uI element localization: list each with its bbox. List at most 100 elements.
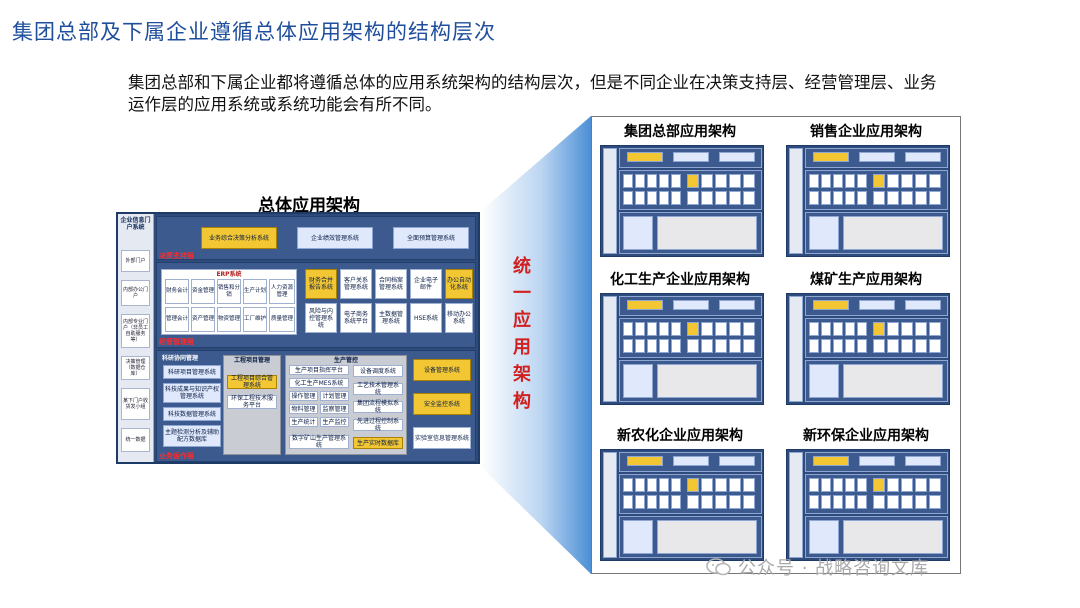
mini-block: [659, 495, 669, 509]
mini-block: [743, 478, 755, 492]
mini-block: [873, 495, 885, 509]
funnel-graphic: [480, 116, 591, 574]
research-item: 科技数据管理系统: [163, 407, 221, 421]
operation-side-item: 安全监控系统: [413, 393, 471, 415]
mini-block: [743, 495, 755, 509]
production-item: 化工生产MES系统: [289, 378, 349, 388]
mini-block: [821, 322, 831, 336]
operation-side-item: 设备管理系统: [413, 359, 471, 381]
mini-block: [729, 495, 741, 509]
mini-block: [857, 174, 867, 188]
mini-block: [719, 300, 755, 310]
watermark: 公众号 · 战略咨询文库: [706, 554, 929, 580]
decision-layer-label: 决策支持层: [159, 252, 194, 260]
mini-block: [905, 152, 941, 162]
erp-module: 工厂维护: [243, 307, 267, 332]
mini-block: [719, 456, 755, 466]
mini-block: [821, 339, 831, 353]
mini-block: [821, 478, 831, 492]
mini-block: [929, 191, 941, 205]
mini-block: [901, 191, 913, 205]
mini-block: [647, 322, 657, 336]
erp-module: 资金管理: [191, 279, 215, 304]
mini-block: [635, 495, 645, 509]
erp-module: 物资管理: [217, 307, 241, 332]
operation-side-item: 实验室信息管理系统: [413, 427, 471, 449]
mini-block: [901, 339, 913, 353]
mini-block: [789, 296, 803, 402]
mini-block: [813, 152, 849, 162]
mini-block: [887, 339, 899, 353]
mini-block: [623, 520, 653, 554]
production-right-item: 设备调度系统: [353, 365, 403, 377]
production-item: 计划管理: [320, 391, 349, 401]
mini-block: [743, 174, 755, 188]
mini-diagram: [600, 293, 764, 405]
mini-block: [873, 478, 885, 492]
erp-module: 财务会计: [165, 279, 189, 304]
mini-block: [635, 322, 645, 336]
mini-block: [701, 322, 713, 336]
wechat-icon: [706, 558, 731, 576]
portal-item: 决策管理（数据仓库）: [121, 356, 150, 380]
page-title: 集团总部及下属企业遵循总体应用架构的结构层次: [12, 20, 496, 44]
engineering-item: 环保工程技术服务平台: [227, 395, 277, 409]
mini-block: [715, 339, 727, 353]
mini-block: [845, 191, 855, 205]
mini-block: [929, 339, 941, 353]
mini-block: [843, 216, 943, 250]
architecture-title: 总体应用架构: [258, 196, 360, 216]
erp-title: ERP系统: [216, 271, 242, 278]
mini-block: [743, 191, 755, 205]
portal-item: 内部办公门户: [121, 280, 150, 306]
research-title: 科研协同管理: [162, 354, 199, 362]
decision-box: 企业绩效管理系统: [297, 227, 373, 249]
mini-block: [603, 452, 617, 558]
decision-box: 全面预算管理系统: [393, 227, 469, 249]
mini-block: [671, 322, 681, 336]
mini-block: [905, 456, 941, 466]
mini-block: [809, 216, 839, 250]
mini-block: [743, 339, 755, 353]
mini-block: [671, 339, 681, 353]
mini-block: [887, 495, 899, 509]
mini-block: [929, 322, 941, 336]
mini-block: [833, 339, 843, 353]
mini-block: [901, 322, 913, 336]
mini-block: [857, 339, 867, 353]
watermark-text: 公众号 · 战略咨询文库: [738, 558, 930, 579]
unify-char: 构: [513, 391, 531, 412]
production-right-item: 先进过程控制系统: [353, 418, 403, 432]
mini-block: [701, 478, 713, 492]
mgmt-system-box: HSE系统: [410, 303, 442, 333]
sub-architecture-title: 新环保企业应用架构: [803, 428, 929, 444]
intro-text: 集团总部和下属企业都将遵循总体的应用系统架构的结构层次，但是不同企业在决策支持层…: [128, 73, 937, 114]
mini-block: [687, 478, 699, 492]
mini-block: [789, 452, 803, 558]
erp-module: 管理会计: [165, 307, 189, 332]
mini-block: [647, 495, 657, 509]
portal-item: 外部门户: [121, 250, 150, 272]
portal-item: 某下门户收货发小组: [121, 388, 150, 420]
mini-block: [673, 456, 709, 466]
mini-block: [789, 148, 803, 254]
mini-diagram: [786, 293, 950, 405]
erp-module: 销售和分销: [217, 279, 241, 304]
mini-diagram: [600, 449, 764, 561]
mini-block: [657, 364, 757, 398]
operation-layer-label: 业务运作层: [159, 452, 194, 460]
mini-block: [809, 174, 819, 188]
mini-block: [603, 296, 617, 402]
mini-block: [673, 152, 709, 162]
mini-block: [809, 339, 819, 353]
mini-block: [659, 191, 669, 205]
mini-block: [687, 191, 699, 205]
operation-layer: 科研协同管理 科研项目管理系统 科技成果与知识产权管理系统 科技数据管理系统 主…: [156, 350, 476, 462]
mini-block: [843, 520, 943, 554]
production-title: 生产管控: [333, 357, 358, 364]
mini-block: [729, 191, 741, 205]
mini-block: [857, 322, 867, 336]
mini-block: [635, 191, 645, 205]
mini-block: [659, 478, 669, 492]
mini-block: [659, 322, 669, 336]
